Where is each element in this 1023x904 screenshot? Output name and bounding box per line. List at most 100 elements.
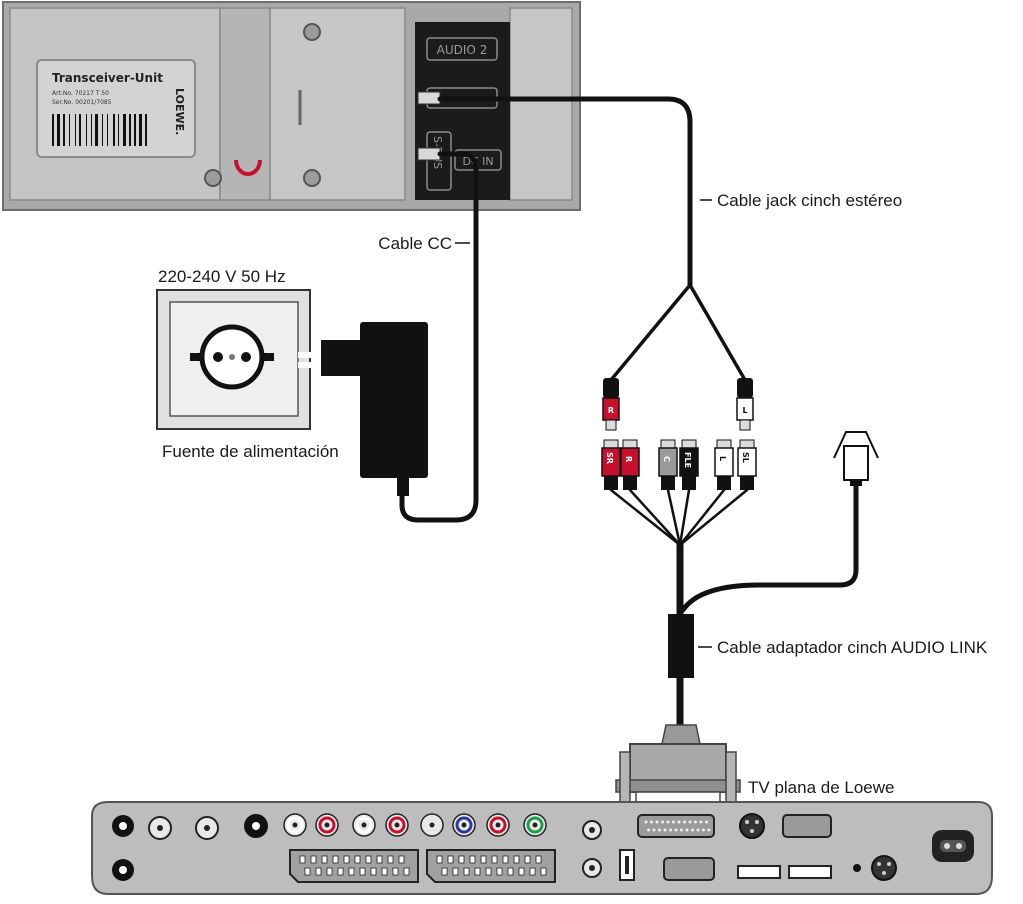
label-tv: TV plana de Loewe: [748, 778, 895, 797]
barcode-bar: [95, 114, 98, 146]
annotations: Cable jack cinch estéreo Cable CC 220-24…: [158, 191, 988, 797]
tv-rca-jack: [452, 813, 476, 837]
barcode-bar: [91, 114, 92, 146]
scart-pin: [315, 867, 322, 876]
dsub-pin: [669, 828, 672, 832]
scart-pin: [381, 867, 388, 876]
label-art-no: Art.No. 70217 T 50: [52, 90, 109, 97]
power-supply-adapter: [298, 322, 428, 496]
dsub-pin: [647, 828, 650, 832]
hook-icon: [234, 159, 262, 176]
tv-rca-jack: [315, 813, 339, 837]
scart-pin: [491, 855, 498, 864]
d-sub-connector: [615, 724, 741, 803]
barcode-bar: [113, 114, 115, 146]
barcode-bar: [69, 114, 70, 146]
scart-pin: [321, 855, 328, 864]
dsub-pin: [683, 820, 686, 824]
dsub-pin: [674, 828, 678, 832]
barcode-bar: [145, 114, 147, 146]
plug-label-r-top: R: [608, 406, 614, 415]
scart-socket-1: [289, 849, 419, 883]
dsub-pin: [658, 828, 661, 832]
scart-pin: [332, 855, 339, 864]
stereo-jack-branch-right: [609, 283, 692, 382]
tv-rca-jack: [420, 813, 444, 837]
barcode-bar: [79, 114, 81, 146]
dsub-pin: [666, 820, 670, 824]
dsub-pin: [672, 820, 675, 824]
plug-label-l-top: L: [742, 406, 747, 415]
dsub-pin: [677, 820, 681, 824]
barcode-bar: [75, 114, 76, 146]
dsub-pin: [644, 820, 648, 824]
scart-socket-2: [426, 849, 556, 883]
dsub-pin: [650, 820, 653, 824]
dsub-pin: [688, 820, 692, 824]
scart-pin: [452, 867, 459, 876]
audio-link-adapter-body: [668, 614, 694, 678]
scart-pin: [441, 867, 448, 876]
tv-rca-jack: [352, 813, 376, 837]
barcode-bar: [57, 114, 60, 146]
rca-plug-red-top: R: [602, 378, 620, 431]
hdmi-port-1: [737, 865, 781, 879]
dsub-pin: [655, 820, 659, 824]
audio-link-fanout: [609, 488, 749, 547]
scart-pin: [403, 867, 410, 876]
dsub-pin: [707, 828, 711, 832]
audio-link-socket: [637, 814, 715, 838]
barcode-bar: [134, 114, 136, 146]
scart-pin: [524, 855, 531, 864]
tv-rca-jack: [385, 813, 409, 837]
mini-din-socket-2: [871, 855, 897, 881]
scart-pin: [513, 855, 520, 864]
plug-label-fle: FLE: [683, 452, 692, 468]
rca-plug-sr: SR: [601, 439, 621, 490]
scart-pin: [469, 855, 476, 864]
mini-din-socket-1: [739, 813, 765, 839]
dsub-pin: [661, 820, 664, 824]
scart-pin: [354, 855, 361, 864]
scart-pin: [480, 855, 487, 864]
vga-socket: [663, 857, 715, 881]
scart-pin: [436, 855, 443, 864]
tv-rca-jack: [283, 813, 307, 837]
scart-pin: [398, 855, 405, 864]
plug-label-sr: SR: [605, 452, 614, 464]
rca-plug-sl: SL: [737, 439, 757, 490]
label-ser-no: Ser.No. 00201/7085: [52, 99, 112, 106]
pin-jack: [853, 864, 861, 872]
rca-plug-white-top: L: [736, 378, 754, 431]
brand-logo: LOEWE.: [173, 88, 186, 135]
scart-pin: [326, 867, 333, 876]
scart-pin: [299, 855, 306, 864]
scart-pin: [310, 855, 317, 864]
tv-rca-jack: [523, 813, 547, 837]
label-cable-jack: Cable jack cinch estéreo: [717, 191, 902, 210]
scart-pin: [507, 867, 514, 876]
stereo-jack-cable: [437, 96, 693, 288]
dsub-pin: [663, 828, 667, 832]
barcode-bar: [118, 114, 119, 146]
plug-label-c: C: [662, 456, 671, 462]
scart-pin: [463, 867, 470, 876]
label-title: Transceiver-Unit: [52, 71, 163, 85]
scart-pin: [458, 855, 465, 864]
scart-pin: [359, 867, 366, 876]
plug-label-sl: SL: [741, 452, 750, 463]
port-audio2-label: AUDIO 2: [437, 43, 488, 57]
scart-pin: [304, 867, 311, 876]
transceiver-unit: Transceiver-Unit Art.No. 70217 T 50 Ser.…: [2, 1, 581, 211]
barcode-bar: [52, 114, 54, 146]
scart-pin: [365, 855, 372, 864]
scart-pin: [343, 855, 350, 864]
wall-socket: [156, 289, 311, 430]
dsub-pin: [691, 828, 694, 832]
barcode-bar: [107, 114, 108, 146]
scart-pin: [529, 867, 536, 876]
scart-pin: [387, 855, 394, 864]
scart-pin: [447, 855, 454, 864]
plug-label-l: L: [718, 456, 727, 461]
